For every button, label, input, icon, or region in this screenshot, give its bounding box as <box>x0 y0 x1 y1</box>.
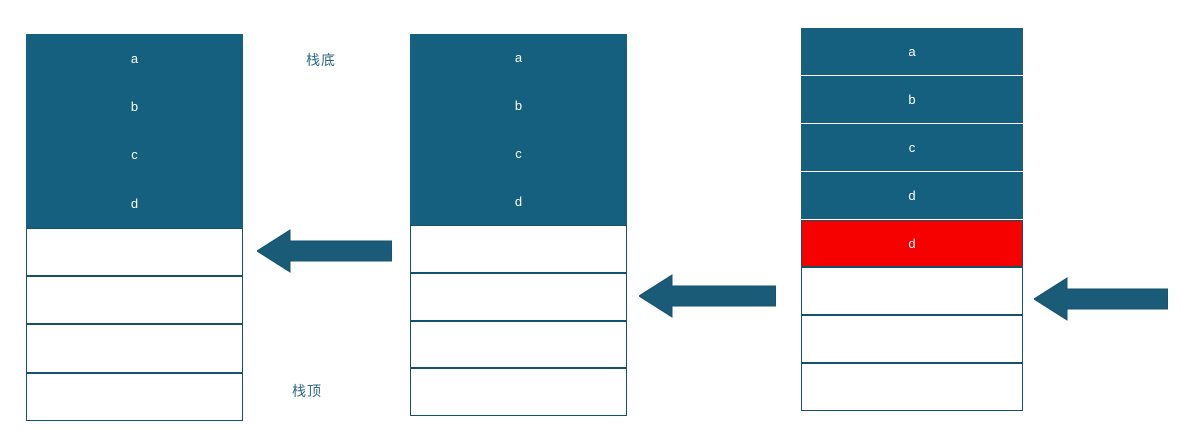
stack-right-cell-6 <box>801 315 1023 363</box>
cell-label: d <box>908 187 916 203</box>
stack-middle-cell-1: b <box>410 81 627 130</box>
cell-label: a <box>908 44 916 60</box>
stack-middle: a b c d <box>410 34 627 416</box>
cell-label: d <box>908 235 916 251</box>
stack-left-cell-6 <box>26 324 243 373</box>
cell-label: d <box>130 195 139 211</box>
stack-middle-cell-2: c <box>410 129 627 178</box>
cell-label: a <box>130 50 139 66</box>
cell-label: b <box>514 98 523 114</box>
stack-left-cell-7 <box>26 372 243 421</box>
stack-left-cell-0: a <box>26 34 243 83</box>
stack-middle-cell-5 <box>410 272 627 321</box>
stack-right: a b c d d <box>801 28 1023 411</box>
stack-middle-cell-3: d <box>410 177 627 225</box>
stack-bottom-label: 栈底 <box>306 52 336 68</box>
cell-label: d <box>514 193 523 209</box>
stack-right-cell-2: c <box>801 123 1023 172</box>
stack-middle-cell-4 <box>410 225 627 273</box>
stack-left-cell-4 <box>26 227 243 276</box>
arrow-right-icon <box>1034 276 1168 322</box>
stack-top-label: 栈顶 <box>292 383 322 399</box>
cell-label: b <box>130 99 139 115</box>
cell-label: b <box>908 92 916 108</box>
stack-middle-cell-0: a <box>410 34 627 82</box>
cell-label: c <box>131 147 138 163</box>
cell-label: a <box>514 50 523 66</box>
arrow-middle-icon <box>639 273 776 319</box>
stack-left-cell-3: d <box>26 179 243 228</box>
stack-middle-cell-6 <box>410 320 627 369</box>
cell-label: c <box>908 139 916 155</box>
stack-right-cell-3: d <box>801 171 1023 219</box>
stack-left-cell-5 <box>26 275 243 325</box>
stack-right-cell-5 <box>801 267 1023 315</box>
stack-left-cell-2: c <box>26 130 243 180</box>
stack-right-cell-7 <box>801 363 1023 411</box>
stack-right-cell-0: a <box>801 28 1023 76</box>
stack-middle-cell-7 <box>410 368 627 416</box>
stack-right-cell-1: b <box>801 75 1023 124</box>
arrow-left-icon <box>257 228 392 274</box>
cell-label: c <box>515 145 522 161</box>
stack-right-cell-4-highlighted: d <box>801 219 1023 267</box>
stack-left-cell-1: b <box>26 82 243 131</box>
stack-left: a b c d <box>26 34 243 421</box>
